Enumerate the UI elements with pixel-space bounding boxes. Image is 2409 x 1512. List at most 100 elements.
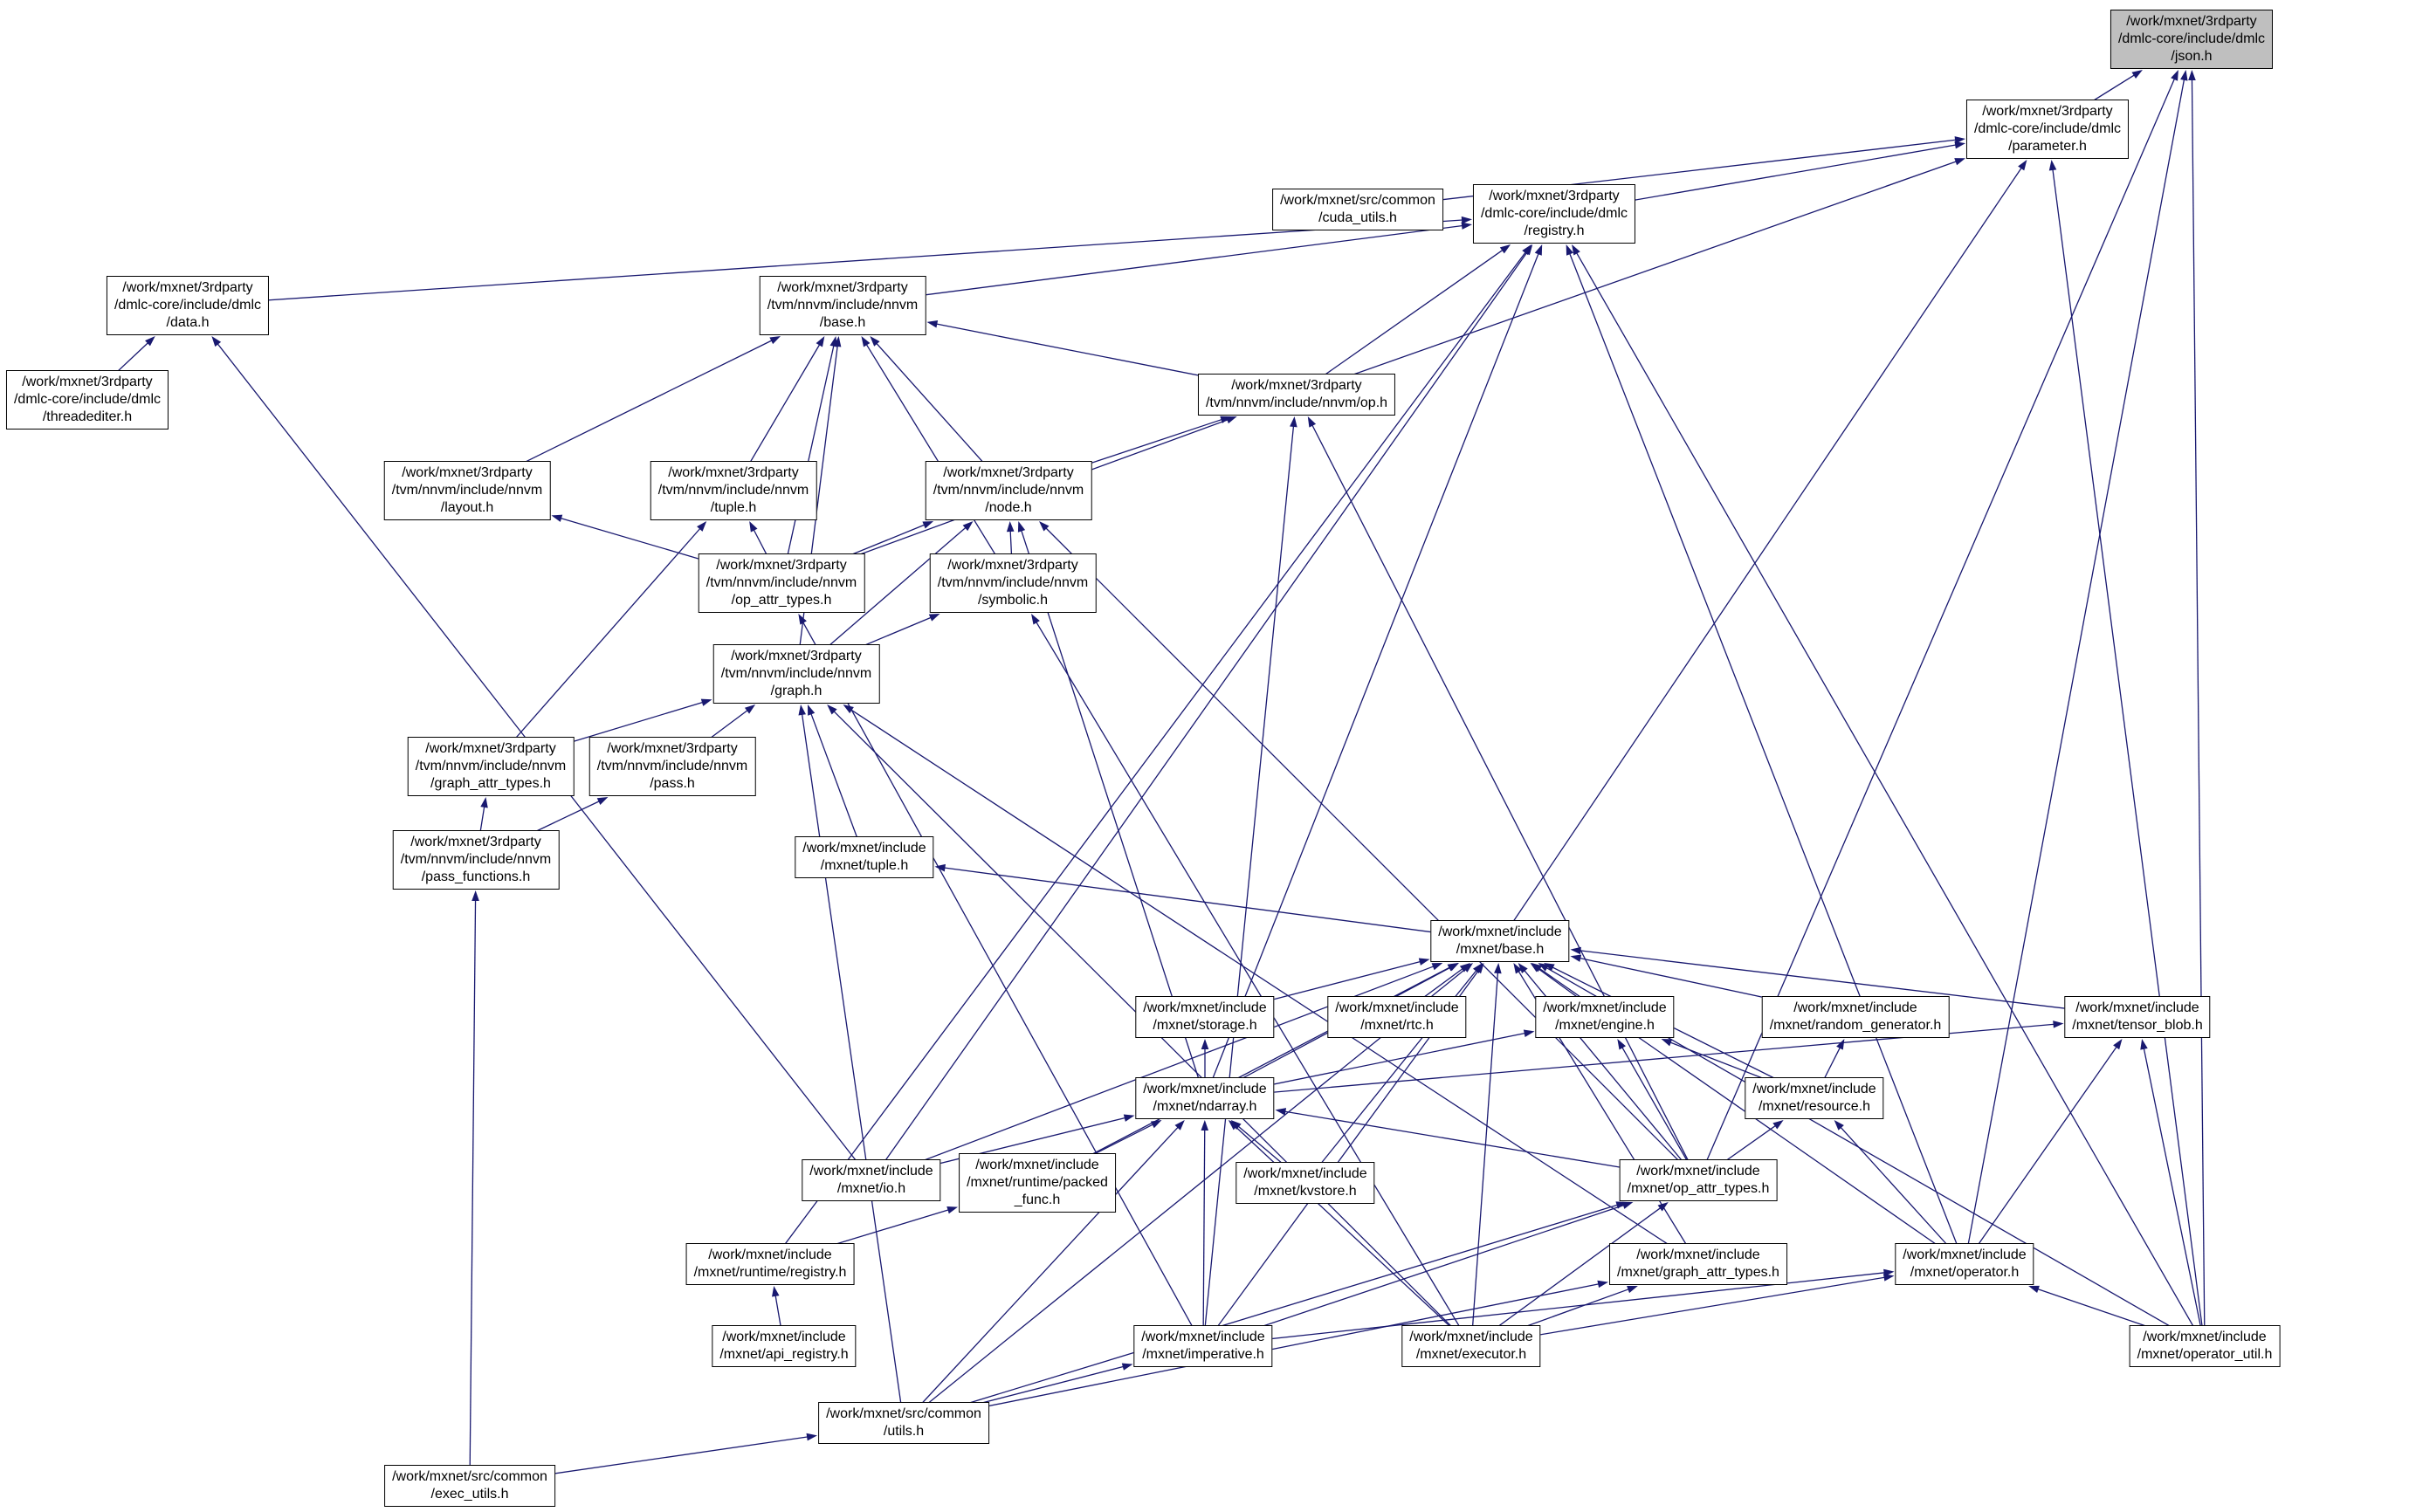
include-edge bbox=[1550, 966, 1815, 1099]
include-edge-arrowhead bbox=[2048, 160, 2057, 171]
graph-node-nnvm_tuple[interactable]: /work/mxnet/3rdparty/tvm/nnvm/include/nn… bbox=[650, 461, 817, 520]
graph-node-mx_tensor_blob[interactable]: /work/mxnet/include/mxnet/tensor_blob.h bbox=[2064, 996, 2211, 1038]
graph-node-label-line: /tvm/nnvm/include/nnvm bbox=[767, 298, 919, 313]
include-edge bbox=[1035, 620, 1472, 1347]
include-edge-arrowhead bbox=[922, 521, 934, 529]
include-edge-arrowhead bbox=[551, 514, 563, 522]
include-edge-arrowhead bbox=[1461, 216, 1472, 224]
graph-node-label-line: /work/mxnet/include bbox=[2143, 1330, 2267, 1344]
graph-node-label-line: /dmlc-core/include/dmlc bbox=[114, 298, 262, 313]
graph-node-nnvm_op_attr_types[interactable]: /work/mxnet/3rdparty/tvm/nnvm/include/nn… bbox=[698, 553, 865, 613]
graph-node-label-line: /work/mxnet/include bbox=[1793, 1000, 1917, 1015]
include-edge-arrowhead bbox=[2113, 1039, 2123, 1050]
graph-node-mx_engine[interactable]: /work/mxnet/include/mxnet/engine.h bbox=[1535, 996, 1675, 1038]
graph-node-mx_op_attr_types[interactable]: /work/mxnet/include/mxnet/op_attr_types.… bbox=[1619, 1159, 1778, 1201]
graph-node-label-line: /work/mxnet/3rdparty bbox=[947, 558, 1078, 573]
include-edge-arrowhead bbox=[934, 863, 946, 872]
graph-node-label-line: /work/mxnet/include bbox=[1903, 1247, 2027, 1262]
include-edge-arrowhead bbox=[829, 336, 837, 347]
graph-node-label-line: /work/mxnet/3rdparty bbox=[2126, 14, 2257, 29]
include-edge-arrowhead bbox=[2053, 1021, 2064, 1028]
graph-node-label-line: /work/mxnet/3rdparty bbox=[716, 558, 847, 573]
graph-node-mx_io[interactable]: /work/mxnet/include/mxnet/io.h bbox=[802, 1159, 941, 1201]
include-edge bbox=[1296, 160, 1958, 395]
graph-node-mx_random_generator[interactable]: /work/mxnet/include/mxnet/random_generat… bbox=[1761, 996, 1950, 1038]
graph-node-mx_graph_attr_types[interactable]: /work/mxnet/include/mxnet/graph_attr_typ… bbox=[1609, 1243, 1787, 1285]
graph-node-exec_utils[interactable]: /work/mxnet/src/common/exec_utils.h bbox=[384, 1465, 555, 1507]
graph-node-cuda_utils[interactable]: /work/mxnet/src/common/cuda_utils.h bbox=[1272, 189, 1443, 230]
include-edge-arrowhead bbox=[1661, 1039, 1673, 1047]
include-edge-arrowhead bbox=[1954, 136, 1965, 144]
graph-node-nnvm_pass[interactable]: /work/mxnet/3rdparty/tvm/nnvm/include/nn… bbox=[588, 737, 756, 796]
graph-node-parameter[interactable]: /work/mxnet/3rdparty/dmlc-core/include/d… bbox=[1965, 100, 2130, 159]
graph-node-label-line: /work/mxnet/include bbox=[1143, 1000, 1267, 1015]
include-edge bbox=[1499, 166, 2023, 942]
include-edge-arrowhead bbox=[769, 336, 781, 345]
graph-node-label-line: /work/mxnet/3rdparty bbox=[1231, 378, 1362, 393]
include-edge-arrowhead bbox=[1538, 963, 1550, 972]
include-edge-arrowhead bbox=[1290, 416, 1297, 428]
graph-node-label-line: /work/mxnet/3rdparty bbox=[410, 835, 541, 849]
graph-node-mx_operator_util[interactable]: /work/mxnet/include/mxnet/operator_util.… bbox=[2129, 1325, 2281, 1367]
include-edge-arrowhead bbox=[808, 704, 816, 716]
graph-node-nnvm_layout[interactable]: /work/mxnet/3rdparty/tvm/nnvm/include/nn… bbox=[383, 461, 551, 520]
include-edge bbox=[871, 250, 1529, 1181]
graph-node-nnvm_op[interactable]: /work/mxnet/3rdparty/tvm/nnvm/include/nn… bbox=[1197, 374, 1396, 416]
include-edge-arrowhead bbox=[1883, 1268, 1895, 1277]
graph-node-dmlc_data[interactable]: /work/mxnet/3rdparty/dmlc-core/include/d… bbox=[106, 276, 270, 335]
graph-node-label-line: /work/mxnet/3rdparty bbox=[731, 649, 862, 663]
graph-node-label-line: /work/mxnet/include bbox=[1438, 924, 1562, 939]
graph-node-nnvm_graph_attr_types[interactable]: /work/mxnet/3rdparty/tvm/nnvm/include/nn… bbox=[407, 737, 575, 796]
graph-node-nnvm_node[interactable]: /work/mxnet/3rdparty/tvm/nnvm/include/nn… bbox=[925, 461, 1092, 520]
include-edge bbox=[1296, 248, 1505, 395]
include-edge bbox=[1202, 1127, 1206, 1347]
graph-node-mx_imperative[interactable]: /work/mxnet/include/mxnet/imperative.h bbox=[1133, 1325, 1273, 1367]
include-edge-arrowhead bbox=[798, 704, 806, 716]
graph-node-label-line: _func.h bbox=[1014, 1192, 1061, 1207]
include-edge bbox=[903, 1125, 1180, 1424]
graph-node-mx_ndarray[interactable]: /work/mxnet/include/mxnet/ndarray.h bbox=[1135, 1077, 1275, 1119]
graph-node-label-line: /mxnet/random_generator.h bbox=[1769, 1018, 1942, 1033]
include-edge-arrowhead bbox=[471, 890, 479, 902]
graph-node-label-line: /node.h bbox=[985, 500, 1032, 515]
graph-node-label-line: /mxnet/storage.h bbox=[1153, 1018, 1257, 1033]
graph-node-label-line: /mxnet/imperative.h bbox=[1142, 1347, 1264, 1362]
include-edge-arrowhead bbox=[1201, 1039, 1209, 1049]
graph-node-label-line: /work/mxnet/include bbox=[1543, 1000, 1667, 1015]
include-edge-arrowhead bbox=[1882, 1274, 1895, 1282]
graph-node-mx_tuple[interactable]: /work/mxnet/include/mxnet/tuple.h bbox=[795, 836, 934, 878]
graph-node-mx_rtc[interactable]: /work/mxnet/include/mxnet/rtc.h bbox=[1327, 996, 1467, 1038]
graph-node-label-line: /mxnet/runtime/registry.h bbox=[693, 1265, 847, 1280]
graph-node-mx_operator[interactable]: /work/mxnet/include/mxnet/operator.h bbox=[1895, 1243, 2034, 1285]
graph-node-label-line: /mxnet/op_attr_types.h bbox=[1627, 1181, 1770, 1196]
include-edge-arrowhead bbox=[1463, 963, 1474, 972]
graph-node-mx_base[interactable]: /work/mxnet/include/mxnet/base.h bbox=[1430, 920, 1570, 962]
graph-node-label-line: /work/mxnet/include bbox=[2075, 1000, 2199, 1015]
graph-node-dmlc_registry[interactable]: /work/mxnet/3rdparty/dmlc-core/include/d… bbox=[1472, 184, 1636, 244]
graph-node-mx_api_registry[interactable]: /work/mxnet/include/mxnet/api_registry.h bbox=[712, 1325, 857, 1367]
include-edge-arrowhead bbox=[1954, 141, 1965, 149]
graph-node-label-line: /work/mxnet/3rdparty bbox=[777, 280, 908, 295]
include-edge bbox=[2052, 167, 2206, 1347]
graph-node-mx_runtime_registry[interactable]: /work/mxnet/include/mxnet/runtime/regist… bbox=[685, 1243, 855, 1285]
graph-node-label-line: /mxnet/kvstore.h bbox=[1254, 1184, 1357, 1199]
graph-node-mx_kvstore[interactable]: /work/mxnet/include/mxnet/kvstore.h bbox=[1235, 1162, 1375, 1204]
include-edge-arrowhead bbox=[816, 336, 825, 347]
graph-node-json[interactable]: /work/mxnet/3rdparty/dmlc-core/include/d… bbox=[2110, 10, 2274, 69]
graph-node-mx_storage[interactable]: /work/mxnet/include/mxnet/storage.h bbox=[1135, 996, 1275, 1038]
include-edge-arrowhead bbox=[1475, 963, 1484, 974]
graph-node-mx_packed_func[interactable]: /work/mxnet/include/mxnet/runtime/packed… bbox=[959, 1153, 1116, 1213]
graph-node-threadediter[interactable]: /work/mxnet/3rdparty/dmlc-core/include/d… bbox=[5, 370, 169, 430]
graph-node-label-line: /dmlc-core/include/dmlc bbox=[2117, 31, 2266, 46]
include-edge-arrowhead bbox=[962, 521, 974, 532]
graph-node-nnvm_symbolic[interactable]: /work/mxnet/3rdparty/tvm/nnvm/include/nn… bbox=[929, 553, 1097, 613]
graph-node-label-line: /op_attr_types.h bbox=[731, 593, 832, 608]
graph-node-nnvm_pass_functions[interactable]: /work/mxnet/3rdparty/tvm/nnvm/include/nn… bbox=[392, 830, 560, 890]
graph-node-mx_resource[interactable]: /work/mxnet/include/mxnet/resource.h bbox=[1745, 1077, 1884, 1119]
graph-node-mx_executor[interactable]: /work/mxnet/include/mxnet/executor.h bbox=[1401, 1325, 1541, 1367]
graph-node-nnvm_graph[interactable]: /work/mxnet/3rdparty/tvm/nnvm/include/nn… bbox=[712, 644, 880, 704]
graph-node-nnvm_base[interactable]: /work/mxnet/3rdparty/tvm/nnvm/include/nn… bbox=[759, 276, 926, 335]
include-edge-arrowhead bbox=[2018, 160, 2027, 171]
graph-node-utils[interactable]: /work/mxnet/src/common/utils.h bbox=[818, 1402, 989, 1444]
graph-node-label-line: /work/mxnet/3rdparty bbox=[1489, 189, 1620, 203]
